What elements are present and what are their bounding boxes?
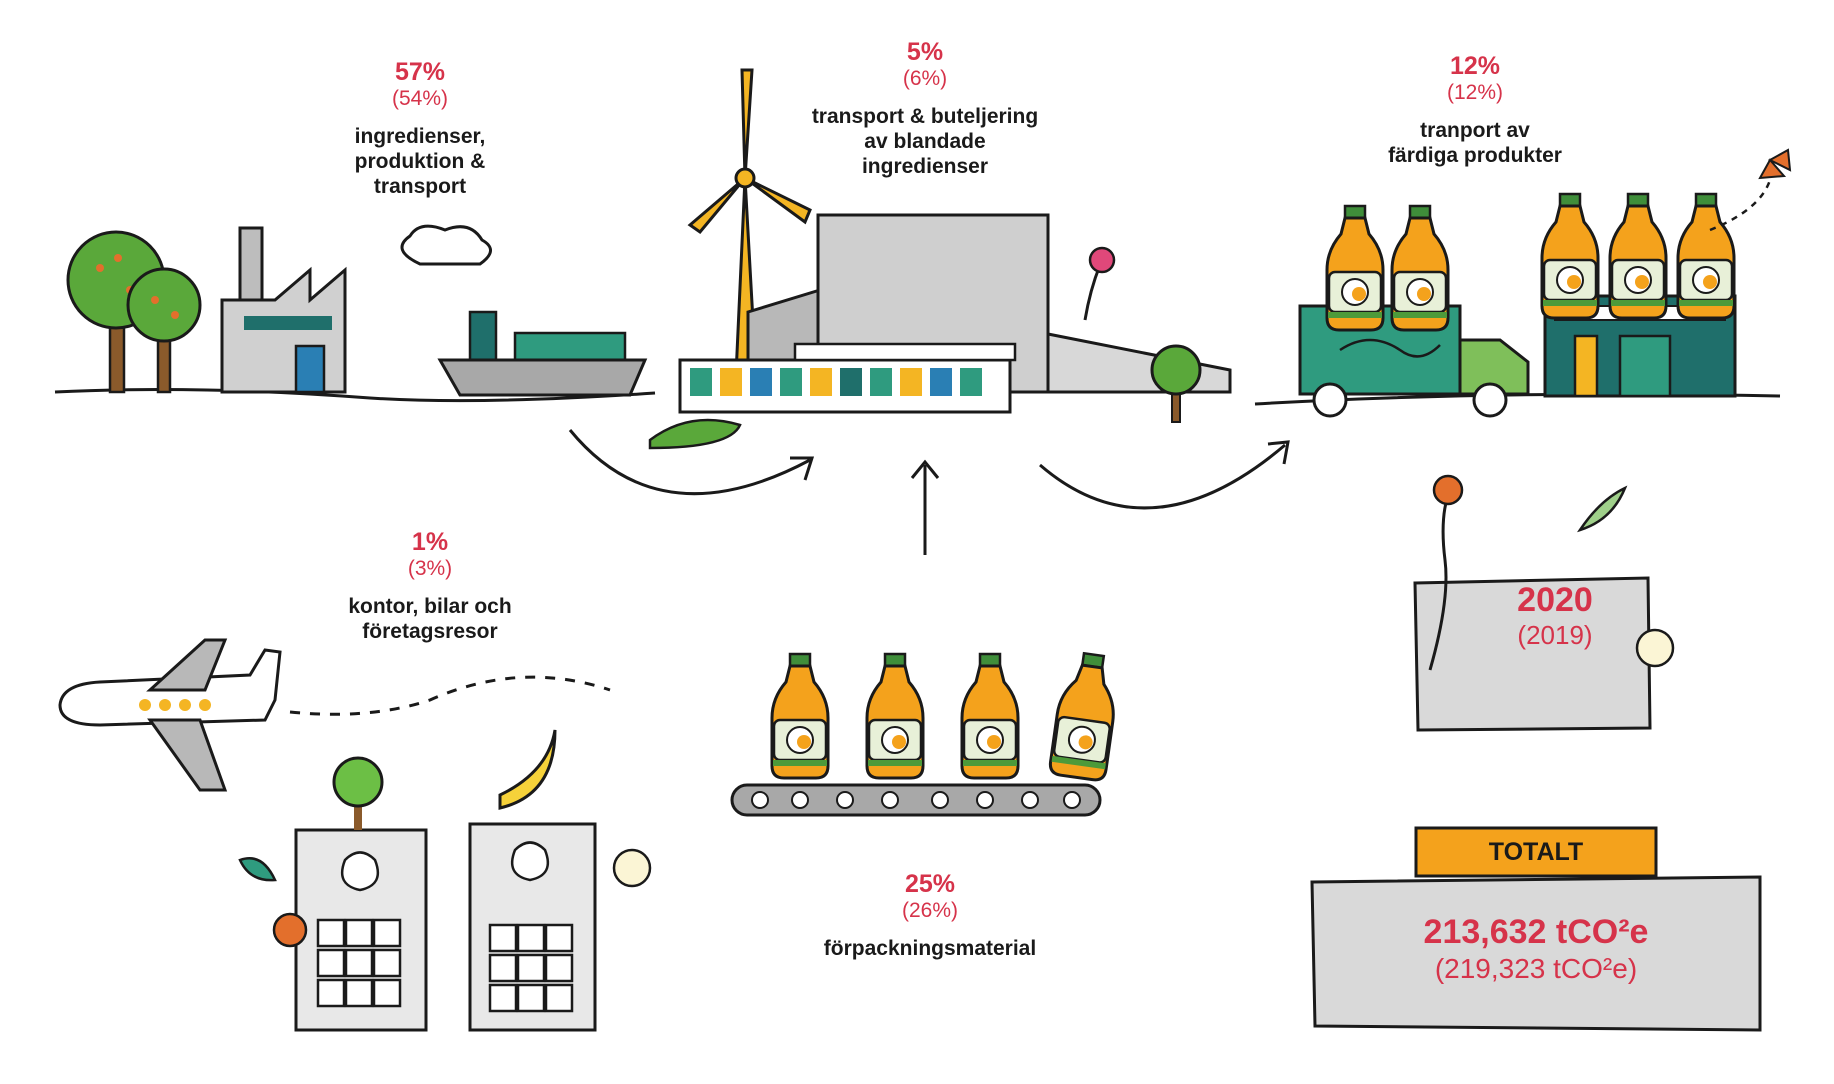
stage-label: kontor, bilar och företagsresor	[348, 595, 512, 643]
cargo-ship-icon	[400, 224, 648, 397]
total-box: 213,632 tCO²e (219,323 tCO²e)	[1314, 890, 1758, 1020]
stage-percent: 12%	[1449, 52, 1501, 80]
total-tab	[1414, 826, 1658, 878]
apple-icon	[332, 756, 384, 830]
juice-bottle-icon	[1540, 192, 1600, 320]
banana-icon	[498, 729, 557, 810]
factory-icon	[220, 226, 347, 394]
year-previous: (2019)	[1517, 620, 1593, 650]
flower-icon	[1083, 246, 1116, 321]
stage-packaging: 25% (26%) förpackningsmaterial	[790, 870, 1070, 961]
stage-percent: 5%	[906, 38, 944, 66]
juice-bottle-icon	[1676, 192, 1736, 320]
total-value: 213,632 tCO²e	[1423, 913, 1649, 951]
stage-previous: (3%)	[407, 557, 453, 580]
stage-previous: (54%)	[391, 87, 449, 110]
office-building-icon	[294, 828, 428, 1032]
flower-icon	[272, 912, 308, 948]
flower-icon	[1635, 628, 1675, 668]
stage-distribution: 12% (12%) tranport av färdiga produkter	[1340, 52, 1610, 168]
airplane-icon	[58, 638, 282, 792]
arrow-up	[910, 459, 940, 555]
leaf-icon	[238, 857, 277, 882]
juice-bottle-icon	[1325, 204, 1385, 332]
stage-offices: 1% (3%) kontor, bilar och företagsresor	[300, 528, 560, 644]
stage-percent: 25%	[904, 870, 956, 898]
stage-previous: (6%)	[902, 67, 948, 90]
stage-ingredients: 57% (54%) ingredienser, produktion & tra…	[300, 58, 540, 199]
total-previous: (219,323 tCO²e)	[1434, 953, 1638, 984]
stage-bottling: 5% (6%) transport & buteljering av bland…	[770, 38, 1080, 179]
vine-icon	[1428, 494, 1450, 671]
year-panel	[1413, 576, 1652, 732]
fruit-tree-icon	[126, 267, 202, 394]
ground-line-left	[54, 388, 656, 403]
year-current: 2020	[1517, 581, 1593, 619]
bottling-plant-icon	[648, 213, 1232, 450]
juice-bottle-icon	[1047, 649, 1124, 783]
flight-path	[289, 675, 611, 716]
total-panel	[1310, 875, 1762, 1032]
juice-bottle-icon	[865, 652, 925, 780]
stage-previous: (26%)	[901, 899, 959, 922]
arrow-to-warehouse	[1039, 440, 1290, 510]
butterfly-icon	[1758, 148, 1792, 180]
stage-label: ingredienser, produktion & transport	[354, 125, 486, 198]
stage-percent: 1%	[411, 528, 449, 556]
arrow-to-plant	[568, 429, 815, 496]
leaf-icon	[1576, 485, 1628, 533]
stage-label: transport & buteljering av blandade ingr…	[811, 105, 1039, 178]
juice-bottle-icon	[770, 652, 830, 780]
juice-bottle-icon	[1390, 204, 1450, 332]
butterfly-trail	[1709, 179, 1772, 232]
office-building-icon	[468, 822, 597, 1032]
year-legend: 2020 (2019)	[1410, 580, 1700, 650]
conveyor-belt-icon	[730, 783, 1102, 817]
stage-label: tranport av färdiga produkter	[1388, 119, 1562, 167]
stage-percent: 57%	[394, 58, 446, 86]
juice-bottle-icon	[960, 652, 1020, 780]
stage-previous: (12%)	[1446, 81, 1504, 104]
total-heading: TOTALT	[1488, 838, 1584, 866]
tree-icon	[1150, 344, 1202, 423]
stage-label: förpackningsmaterial	[823, 937, 1037, 960]
flower-icon	[1432, 474, 1464, 506]
flower-icon	[612, 848, 652, 888]
juice-bottle-icon	[1608, 192, 1668, 320]
